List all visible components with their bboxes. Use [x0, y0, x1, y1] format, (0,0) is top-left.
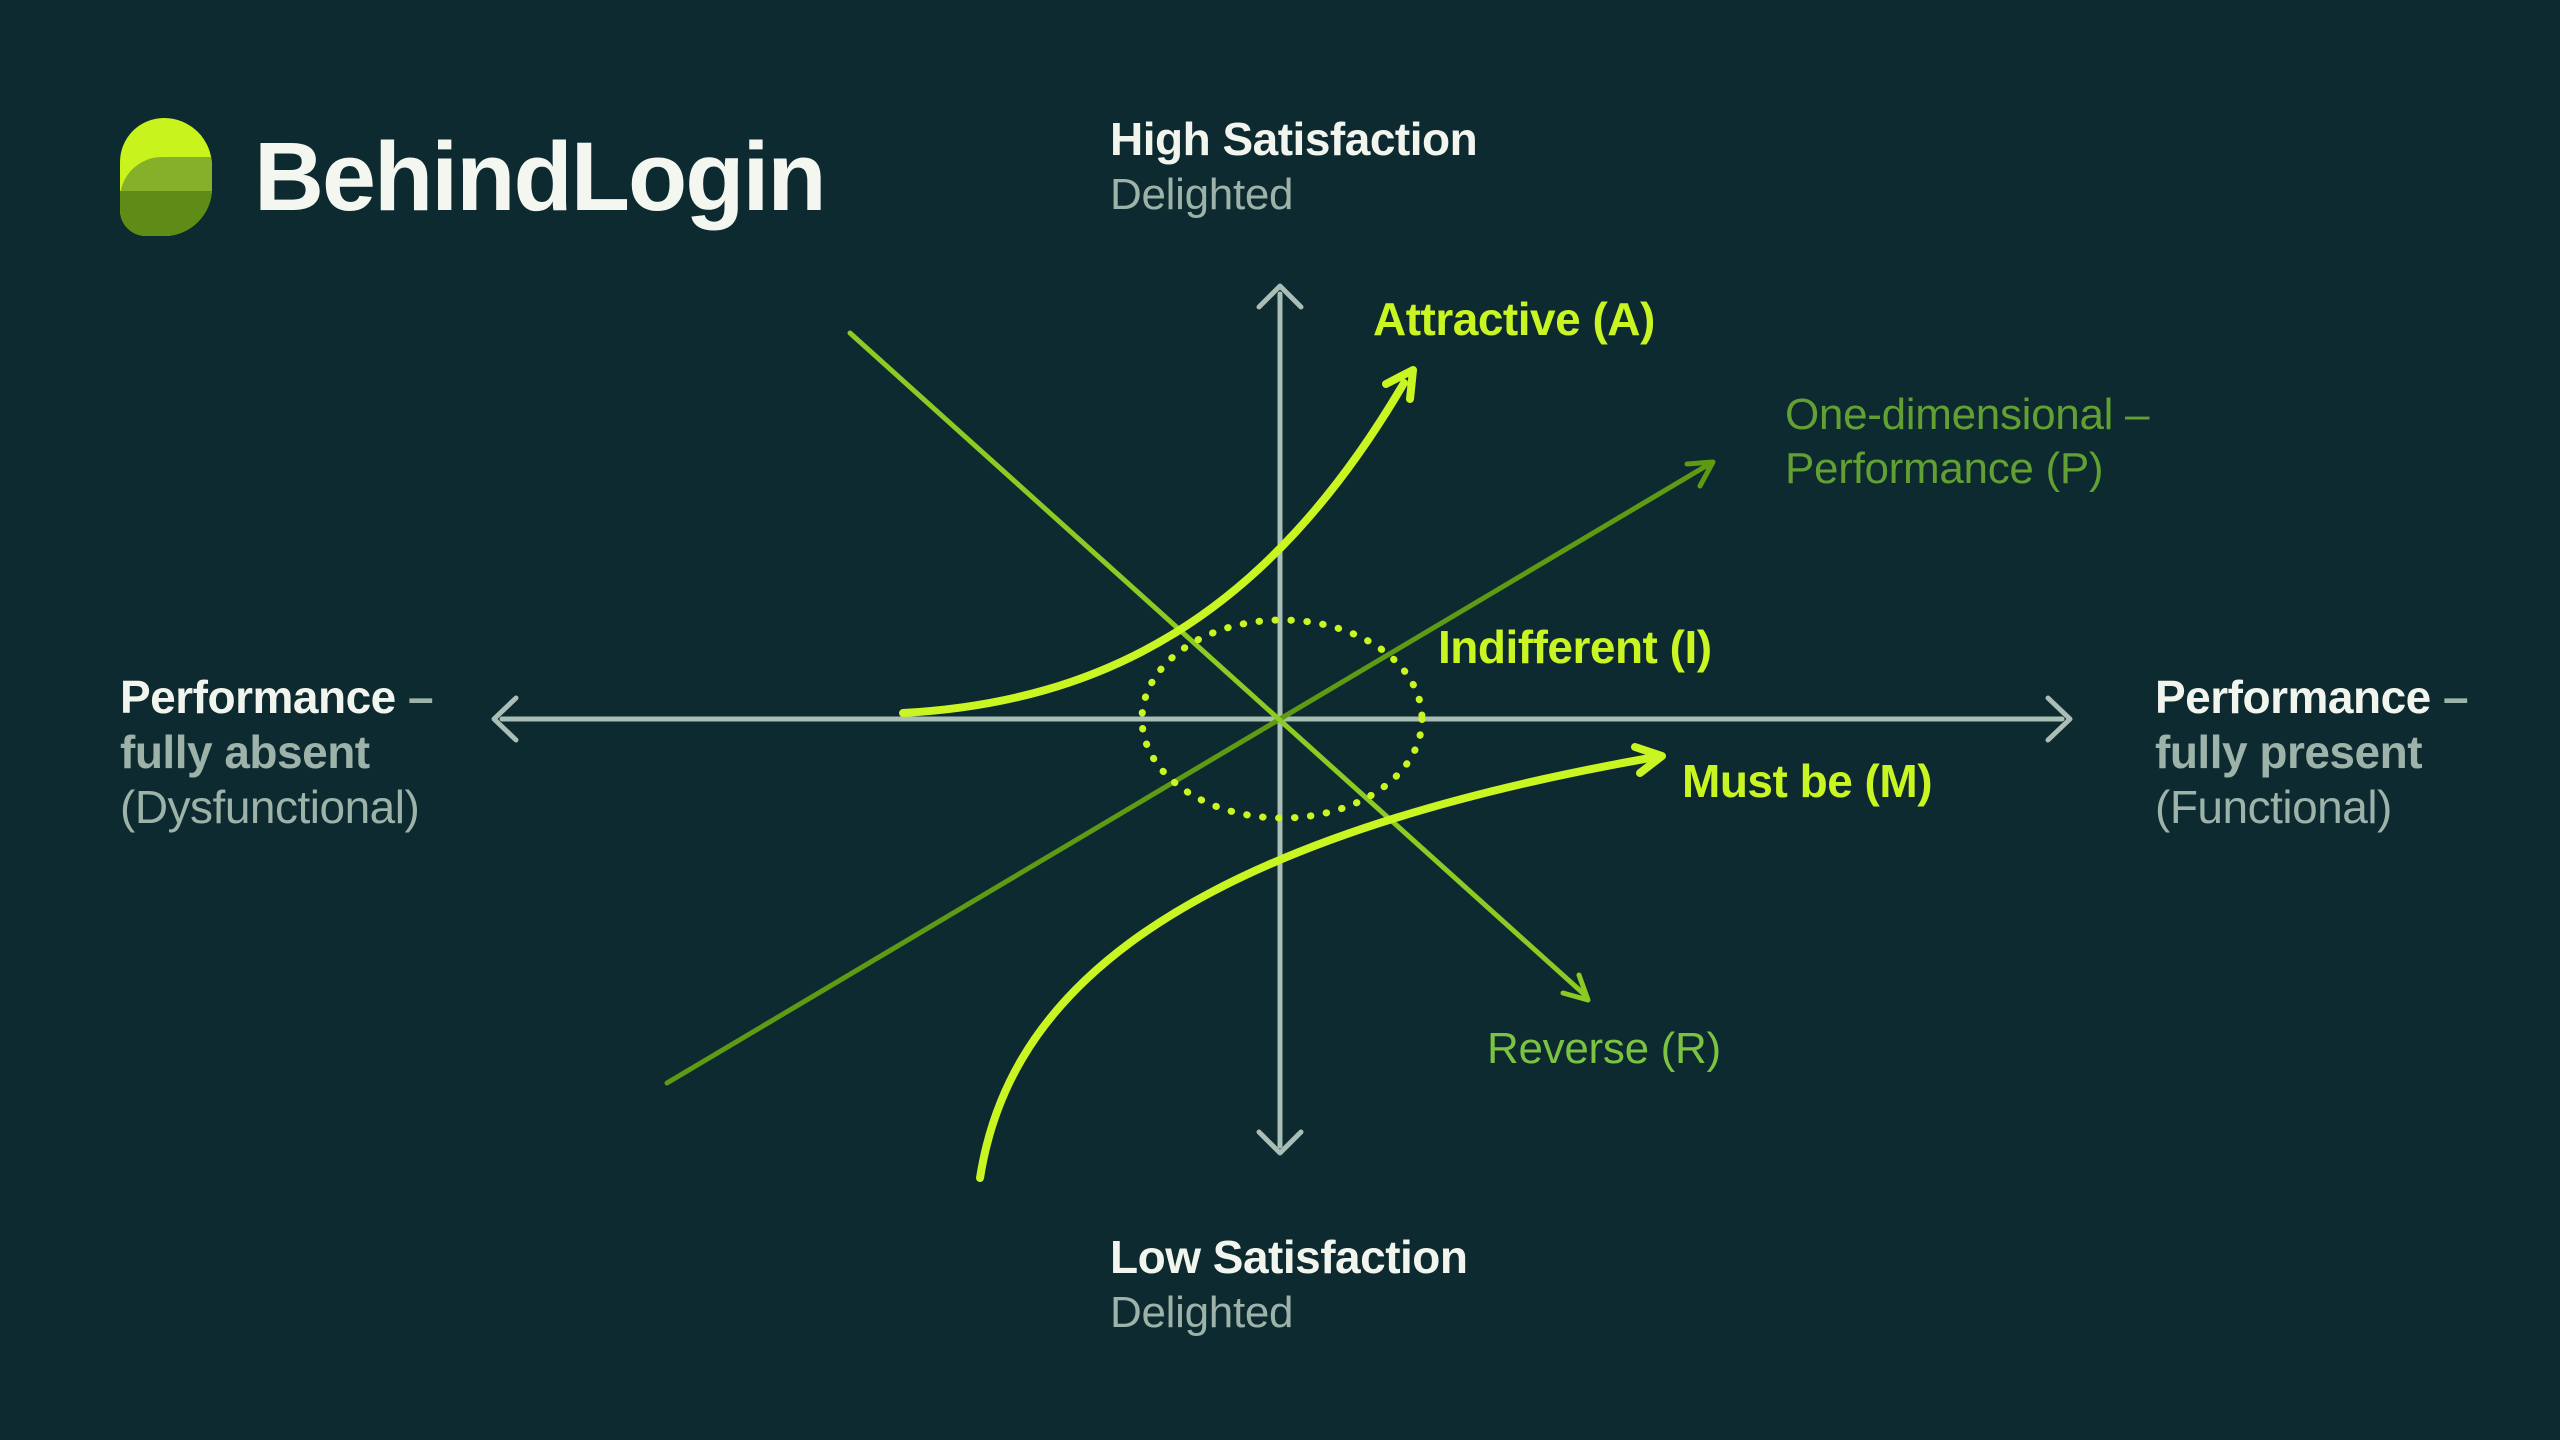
- low-satisfaction-label: Low Satisfaction Delighted: [1110, 1230, 1468, 1340]
- must-be-curve: [976, 754, 1654, 1182]
- horizontal-axis-right-arrowhead: [2045, 695, 2073, 743]
- one-dimensional-label-line1: One-dimensional –: [1785, 390, 2150, 439]
- functional-text: (Functional): [2155, 781, 2392, 833]
- horizontal-axis-left-arrowhead: [491, 695, 519, 743]
- must-be-arrowhead: [1631, 743, 1666, 777]
- vertical-axis-top-arrowhead: [1256, 283, 1304, 310]
- logo-leaf-icon: [120, 118, 212, 236]
- high-satisfaction-title: High Satisfaction: [1110, 113, 1478, 165]
- performance-present-label: Performance – fully present (Functional): [2155, 670, 2469, 835]
- brand-name: BehindLogin: [254, 122, 827, 231]
- one-dimensional-line: [664, 463, 1709, 1086]
- indifferent-dotted-ellipse: [1138, 616, 1426, 822]
- high-satisfaction-subtitle: Delighted: [1110, 170, 1294, 219]
- logo-leaf-bottom-shape: [120, 191, 212, 236]
- reverse-line: [847, 330, 1588, 998]
- one-dimensional-label-line2: Performance (P): [1785, 444, 2104, 493]
- performance-absent-dash: –: [408, 671, 434, 723]
- reverse-arrowhead: [1560, 972, 1591, 1003]
- indifferent-label: Indifferent (I): [1438, 621, 1712, 673]
- one-dimensional-label: One-dimensional – Performance (P): [1785, 388, 2150, 496]
- must-be-label: Must be (M): [1682, 755, 1933, 807]
- high-satisfaction-label: High Satisfaction Delighted: [1110, 112, 1478, 222]
- one-dimensional-arrowhead: [1684, 459, 1716, 489]
- attractive-label: Attractive (A): [1373, 293, 1655, 345]
- dysfunctional-text: (Dysfunctional): [120, 781, 420, 833]
- performance-absent-label: Performance – fully absent (Dysfunctiona…: [120, 670, 434, 835]
- fully-absent-text: fully absent: [120, 726, 370, 778]
- attractive-arrowhead: [1382, 366, 1417, 403]
- performance-present-dash: –: [2443, 671, 2469, 723]
- fully-present-text: fully present: [2155, 726, 2423, 778]
- performance-present-word: Performance: [2155, 671, 2431, 723]
- low-satisfaction-title: Low Satisfaction: [1110, 1231, 1468, 1283]
- vertical-axis-bottom-arrowhead: [1256, 1129, 1304, 1156]
- low-satisfaction-subtitle: Delighted: [1110, 1288, 1294, 1337]
- attractive-curve: [899, 379, 1408, 717]
- reverse-label: Reverse (R): [1487, 1024, 1721, 1073]
- performance-absent-word: Performance: [120, 671, 396, 723]
- brand-logo: BehindLogin: [120, 118, 827, 236]
